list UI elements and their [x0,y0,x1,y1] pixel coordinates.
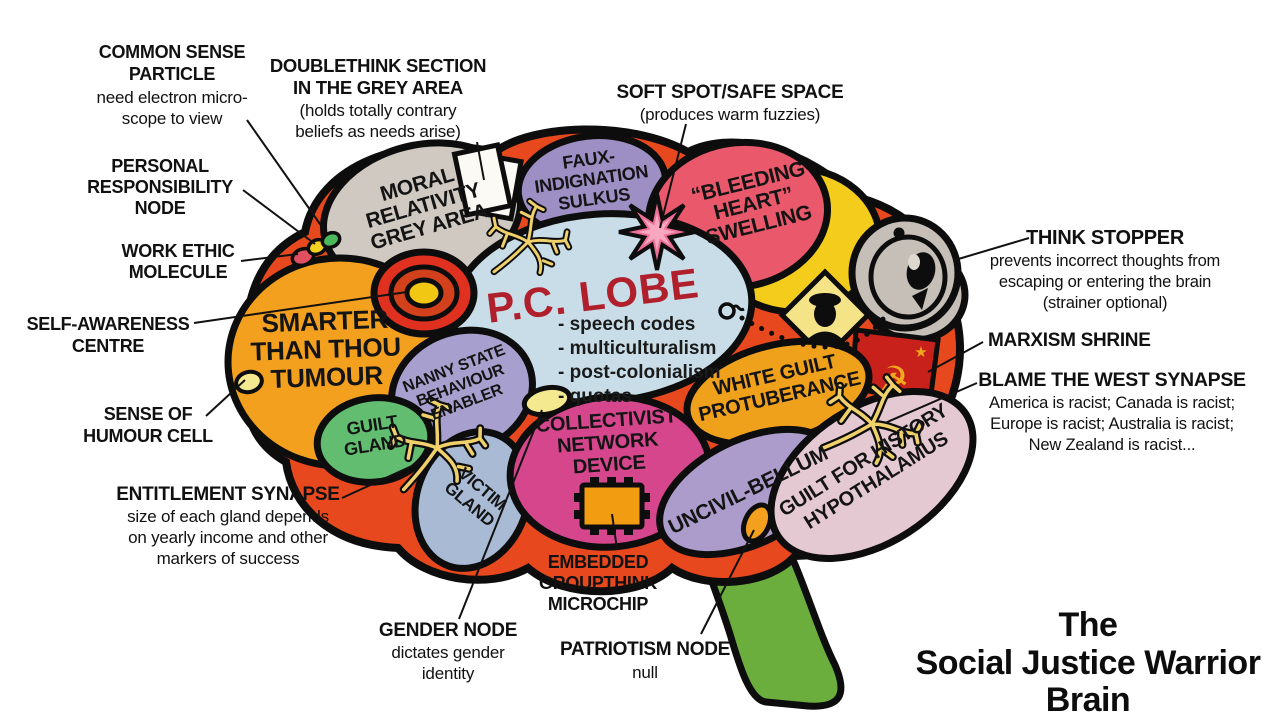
gender-node-dot [521,384,573,418]
svg-text:Social Justice Warrior: Social Justice Warrior [916,644,1261,682]
svg-text:Europe is racist; Australia is: Europe is racist; Australia is racist; [990,415,1234,433]
svg-text:identity: identity [422,664,475,683]
svg-text:BLAME THE WEST SYNAPSE: BLAME THE WEST SYNAPSE [978,369,1246,391]
svg-text:markers of success: markers of success [157,549,300,568]
svg-text:The: The [1059,606,1118,644]
svg-text:- quotas: - quotas [558,386,632,407]
svg-text:SOFT SPOT/SAFE SPACE: SOFT SPOT/SAFE SPACE [617,82,844,103]
svg-text:DEVICE: DEVICE [572,451,646,478]
svg-text:(holds totally contrary: (holds totally contrary [300,101,458,120]
groupthink-microchip-icon [574,477,650,535]
annotation-think-stopper: THINK STOPPER prevents incorrect thought… [990,227,1220,312]
sense-of-humour-cell-dot [234,369,264,395]
annotation-patriotism: PATRIOTISM NODE null [560,639,730,682]
region-label-smarter: SMARTER THAN THOU TUMOUR [250,304,401,394]
star-icon: ★ [914,344,927,361]
svg-text:HUMOUR CELL: HUMOUR CELL [83,426,213,446]
svg-text:MARXISM SHRINE: MARXISM SHRINE [988,330,1151,351]
svg-text:CENTRE: CENTRE [72,336,144,356]
svg-text:escaping or entering the brain: escaping or entering the brain [999,273,1211,291]
svg-text:PATRIOTISM NODE: PATRIOTISM NODE [560,639,730,660]
svg-text:MOLECULE: MOLECULE [129,262,228,282]
region-victim-gland [411,428,533,572]
svg-text:scope to view: scope to view [122,109,223,128]
annotation-sense-humour: SENSE OF HUMOUR CELL [83,404,213,446]
svg-text:IN THE GREY AREA: IN THE GREY AREA [293,77,463,98]
svg-text:RESPONSIBILITY: RESPONSIBILITY [87,177,233,197]
svg-text:- speech codes: - speech codes [558,314,695,335]
soft-spot-starburst-icon [618,193,696,271]
svg-text:on yearly income and other: on yearly income and other [128,528,328,547]
annotation-blame-west: BLAME THE WEST SYNAPSE America is racist… [978,369,1246,454]
svg-text:GENDER NODE: GENDER NODE [379,620,517,641]
leader-lines [193,119,1030,635]
svg-text:PARTICLE: PARTICLE [129,64,216,84]
svg-text:- post-colonialism: - post-colonialism [558,362,721,383]
annotation-gender: GENDER NODE dictates gender identity [379,620,517,683]
svg-text:prevents incorrect thoughts fr: prevents incorrect thoughts from [990,252,1220,270]
svg-text:DOUBLETHINK SECTION: DOUBLETHINK SECTION [270,55,486,76]
svg-text:TUMOUR: TUMOUR [270,360,384,394]
svg-text:THINK STOPPER: THINK STOPPER [1026,227,1185,249]
svg-text:SENSE OF: SENSE OF [104,404,193,424]
svg-text:PERSONAL: PERSONAL [111,156,209,176]
svg-text:NODE: NODE [135,198,186,218]
svg-text:New Zealand is racist...: New Zealand is racist... [1029,436,1196,454]
common-sense-particle-dot [320,230,342,250]
annotation-personal-responsibility: PERSONAL RESPONSIBILITY NODE [87,156,233,218]
svg-text:GROUPTHINK: GROUPTHINK [539,573,657,593]
svg-text:SELF-AWARENESS: SELF-AWARENESS [27,314,190,334]
svg-text:size of each gland depends: size of each gland depends [127,507,329,526]
annotation-common-sense: COMMON SENSE PARTICLE need electron micr… [97,42,248,128]
svg-text:need electron micro-: need electron micro- [97,88,248,107]
annotation-embedded: EMBEDDED GROUPTHINK MICROCHIP [539,552,658,614]
doublethink-papers-icon [451,142,524,222]
svg-text:null: null [632,663,658,682]
svg-text:beliefs as needs arise): beliefs as needs arise) [295,122,461,141]
svg-text:- multiculturalism: - multiculturalism [558,338,716,359]
svg-text:dictates gender: dictates gender [391,643,505,662]
self-awareness-target-icon [370,248,478,338]
svg-text:MICROCHIP: MICROCHIP [548,594,649,614]
think-stopper-plug-icon [848,214,969,344]
annotation-marxism: MARXISM SHRINE [988,330,1151,351]
svg-text:COMMON SENSE: COMMON SENSE [99,42,246,62]
svg-text:THAN THOU: THAN THOU [250,331,401,366]
svg-text:EMBEDDED: EMBEDDED [548,552,649,572]
svg-text:ENTITLEMENT SYNAPSE: ENTITLEMENT SYNAPSE [116,484,339,505]
svg-text:WORK ETHIC: WORK ETHIC [122,241,235,261]
region-guilt-history [767,387,977,563]
svg-text:Brain: Brain [1046,681,1130,719]
page-title: The Social Justice Warrior Brain [916,606,1262,719]
annotation-doublethink: DOUBLETHINK SECTION IN THE GREY AREA (ho… [270,55,487,141]
svg-text:(strainer optional): (strainer optional) [1043,294,1168,312]
svg-text:(produces warm fuzzies): (produces warm fuzzies) [640,105,821,124]
annotation-work-ethic: WORK ETHIC MOLECULE [122,241,236,282]
region-label-pc-lobe: P.C. LOBE - speech codes - multicultural… [484,259,721,407]
escaping-thought-icon [718,302,887,350]
annotation-soft-spot: SOFT SPOT/SAFE SPACE (produces warm fuzz… [617,82,844,124]
svg-text:America is racist; Canada is r: America is racist; Canada is racist; [989,394,1235,412]
annotation-entitlement: ENTITLEMENT SYNAPSE size of each gland d… [116,484,340,568]
annotation-self-awareness: SELF-AWARENESS CENTRE [27,314,190,356]
